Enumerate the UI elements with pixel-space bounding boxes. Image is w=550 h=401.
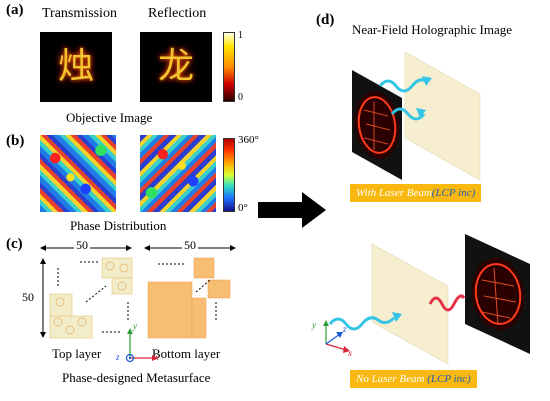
panel-c-axis-z: z [116,352,120,362]
phase-distribution-caption: Phase Distribution [70,218,167,233]
panel-d-axis-z: z [343,324,347,334]
panel-d-title: Near-Field Holographic Image [352,22,513,37]
transmission-image: 烛 [40,32,112,102]
panel-c-axis-triad [125,328,158,363]
panel-c-label: (c) [6,236,23,252]
intensity-max-tick: 1 [238,30,243,41]
panel-c-axis-x: x [155,352,159,362]
no-laser-beam-paren: (LCP inc) [427,373,471,385]
panel-d-axis-x: x [348,348,352,358]
objective-image-caption: Objective Image [66,110,153,125]
bottom-holography-scene [323,234,530,365]
transition-arrow [258,192,326,228]
bottom-layer-caption: Bottom layer [152,346,221,361]
bottom-layer-width: 50 [182,238,198,253]
panel-d-label: (d) [316,12,335,28]
phase-max-tick: 360° [238,134,259,146]
with-laser-beam-text: With Laser Beam [356,187,432,199]
transmission-title: Transmission [42,6,117,21]
panel-a-label: (a) [6,2,24,18]
with-laser-beam-pill: With Laser Beam(LCP inc) [350,184,482,202]
panel-d-axis-y: y [312,320,316,330]
top-holography-scene [352,51,481,181]
metasurface-caption: Phase-designed Metasurface [62,370,211,385]
intensity-colorbar [223,32,235,102]
phase-min-tick: 0° [238,202,248,214]
dimension-arrows [40,245,236,251]
panel-b-label: (b) [6,133,25,149]
bottom-layer-metasurface [147,257,231,339]
transmission-phase-map [40,135,116,212]
no-laser-beam-pill: No Laser Beam (LCP inc) [350,370,477,388]
side-dimension-arrow [40,258,46,338]
reflection-phase-map [140,135,216,212]
reflection-title: Reflection [148,6,207,21]
phase-colorbar [223,138,235,212]
panel-c-axis-y: y [133,321,137,331]
layer-height: 50 [22,290,34,304]
no-laser-beam-text: No Laser Beam [356,373,425,385]
with-laser-beam-paren: (LCP inc) [431,187,476,199]
top-layer-caption: Top layer [52,346,102,361]
intensity-min-tick: 0 [238,92,243,103]
top-layer-width: 50 [74,238,90,253]
top-layer-metasurface [49,257,133,339]
reflection-image: 龙 [140,32,212,102]
